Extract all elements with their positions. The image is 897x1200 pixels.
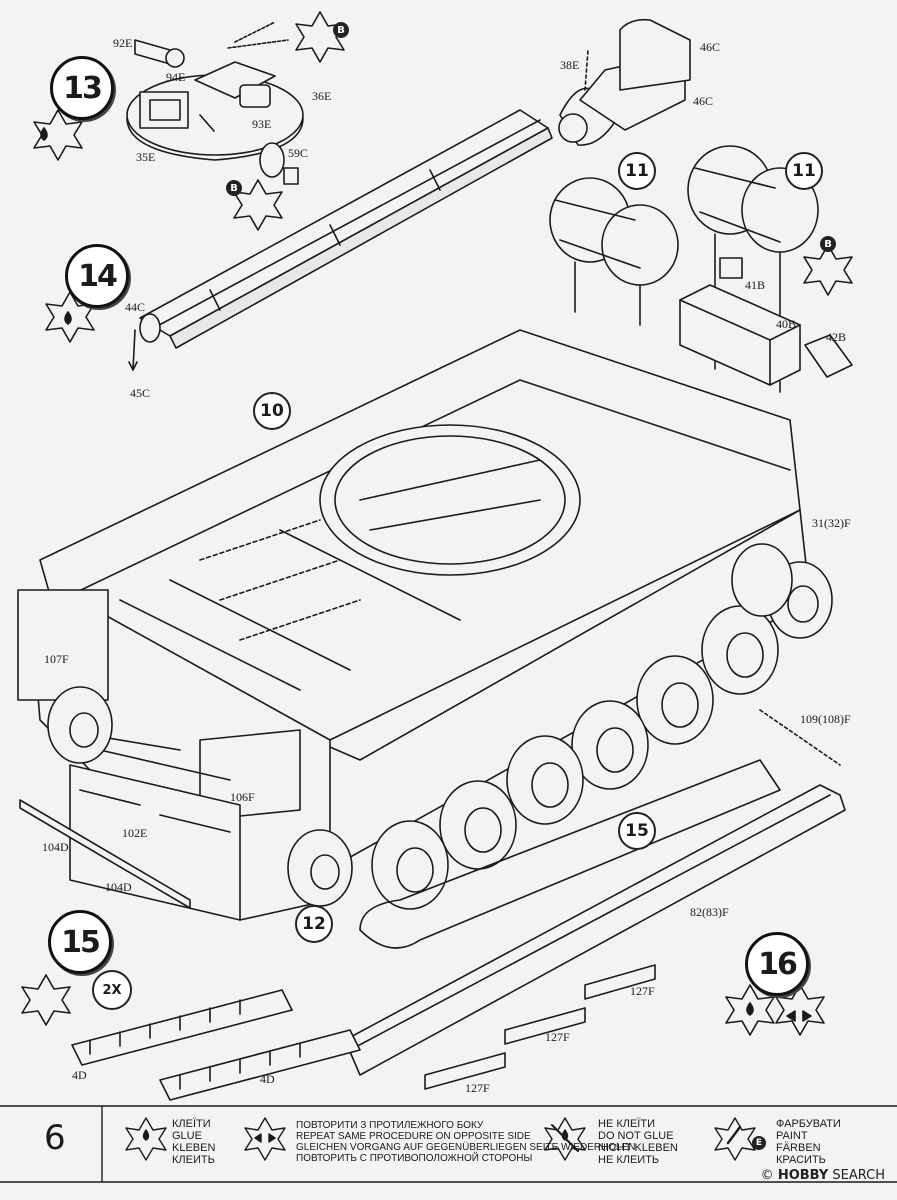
legend-noglue-de: NICHT KLEBEN	[598, 1142, 678, 1154]
step-10-marker: 10	[253, 392, 291, 430]
front-plates-drawing	[19, 764, 241, 921]
part-label-107F: 107F	[44, 652, 69, 666]
spacer-blocks-drawing	[424, 964, 656, 1090]
legend-paint-mark: E	[752, 1136, 766, 1150]
part-label-104D-left: 104D	[42, 840, 69, 854]
paint-b-mark-2: B	[226, 180, 242, 196]
watermark-rest: SEARCH	[828, 1168, 885, 1183]
track-links-drawing	[71, 989, 361, 1101]
legend-frame	[0, 1105, 897, 1183]
legend-repeat-ru: ПОВТОРИТЬ С ПРОТИВОПОЛОЖНОЙ СТОРОНЫ	[296, 1153, 533, 1164]
legend-paint-de: FÄRBEN	[776, 1142, 821, 1154]
legend-repeat-en: REPEAT SAME PROCEDURE ON OPPOSITE SIDE	[296, 1131, 531, 1142]
part-label-44C: 44C	[125, 300, 146, 314]
legend-glue-ru: КЛЕИТЬ	[172, 1154, 215, 1166]
rear-box-drawing	[679, 257, 853, 386]
fuel-drums-drawing	[549, 145, 819, 393]
part-label-46C-top: 46C	[700, 40, 721, 54]
hull-drawing	[17, 329, 811, 921]
turret-top-drawing	[126, 21, 304, 185]
part-label-127F-1: 127F	[630, 984, 655, 998]
part-label-46C-bottom: 46C	[693, 94, 714, 108]
legend-glue-en: GLUE	[172, 1130, 202, 1142]
part-label-127F-3: 127F	[465, 1081, 490, 1095]
legend-repeat-de: GLEICHEN VORGANG AUF GEGENÜBERLIEGEN SEI…	[296, 1142, 636, 1153]
step-13-marker: 13	[50, 56, 114, 120]
legend-paint-ua: ФАРБУВАТИ	[776, 1118, 841, 1130]
legend-noglue-en: DO NOT GLUE	[598, 1130, 674, 1142]
gun-barrel-drawing	[128, 109, 553, 371]
page-number: 6	[44, 1118, 66, 1158]
step-12-marker: 12	[295, 905, 333, 943]
legend-paint-ru: КРАСИТЬ	[776, 1154, 826, 1166]
part-label-4D-left: 4D	[72, 1068, 87, 1082]
part-label-4D-right: 4D	[260, 1072, 275, 1086]
part-label-38E: 38E	[560, 58, 580, 72]
legend-glue-ua: КЛЕЇТИ	[172, 1118, 211, 1130]
part-label-41B: 41B	[745, 278, 766, 292]
step-15-sub-marker: 15	[618, 812, 656, 850]
part-label-59C: 59C	[288, 146, 309, 160]
legend-repeat: ПОВТОРИТИ З ПРОТИЛЕЖНОГО БОКУ REPEAT SAM…	[296, 1120, 636, 1164]
legend-no-glue: НЕ КЛЕЇТИ DO NOT GLUE NICHT KLEBEN НЕ КЛ…	[598, 1118, 678, 1166]
legend-noglue-ua: НЕ КЛЕЇТИ	[598, 1118, 655, 1130]
part-label-82F: 82(83)F	[690, 905, 729, 919]
part-label-104D-bottom: 104D	[105, 880, 132, 894]
step-14-marker: 14	[65, 244, 129, 308]
side-skirt-drawing	[344, 709, 846, 1076]
part-label-40B: 40B	[776, 317, 797, 331]
part-label-93E: 93E	[252, 117, 272, 131]
legend-paint: ФАРБУВАТИ PAINT FÄRBEN КРАСИТЬ	[776, 1118, 841, 1166]
symbol-stars-drawing	[21, 11, 853, 1036]
paint-b-mark-1: B	[333, 22, 349, 38]
part-label-109F: 109(108)F	[800, 712, 851, 726]
part-label-31F: 31(32)F	[812, 516, 851, 530]
legend-glue-de: KLEBEN	[172, 1142, 216, 1154]
mantlet-drawing	[558, 18, 691, 146]
watermark-brand: HOBBY	[777, 1168, 829, 1183]
legend-glue: КЛЕЇТИ GLUE KLEBEN КЛЕИТЬ	[172, 1118, 215, 1166]
repeat-2x-mark: 2X	[92, 970, 132, 1010]
legend-paint-en: PAINT	[776, 1130, 808, 1142]
part-label-42B: 42B	[826, 330, 847, 344]
part-label-94E: 94E	[166, 70, 186, 84]
part-label-92E: 92E	[113, 36, 133, 50]
road-wheels-drawing	[47, 543, 833, 910]
legend-noglue-ru: НЕ КЛЕИТЬ	[598, 1154, 660, 1166]
part-label-45C: 45C	[130, 386, 151, 400]
part-label-35E: 35E	[136, 150, 156, 164]
part-label-102E: 102E	[122, 826, 148, 840]
step-11b-marker: 11	[785, 152, 823, 190]
symbol-legend: 6 КЛЕЇТИ GLUE KLEBEN КЛЕИТЬ ПОВТОРИТИ З …	[0, 1104, 897, 1184]
part-label-36E: 36E	[312, 89, 332, 103]
part-label-106F: 106F	[230, 790, 255, 804]
legend-repeat-ua: ПОВТОРИТИ З ПРОТИЛЕЖНОГО БОКУ	[296, 1120, 484, 1131]
watermark: © HOBBY SEARCH	[760, 1168, 885, 1183]
step-15-marker: 15	[48, 910, 112, 974]
step-11a-marker: 11	[618, 152, 656, 190]
step-16-marker: 16	[745, 932, 809, 996]
part-label-127F-2: 127F	[545, 1030, 570, 1044]
paint-b-mark-3: B	[820, 236, 836, 252]
